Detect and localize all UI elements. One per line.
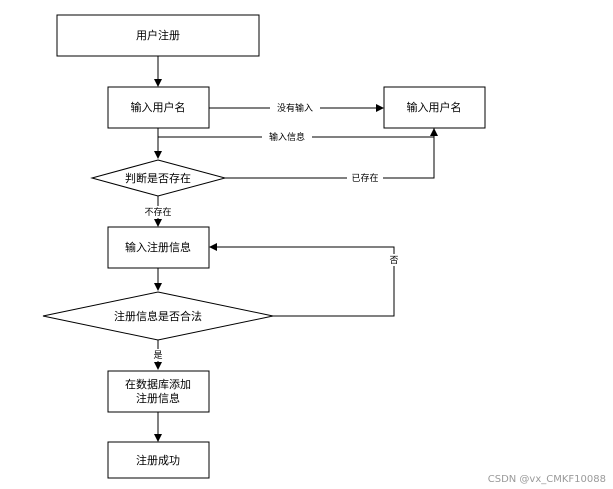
edge-invalid-no-label: 否 — [389, 255, 398, 266]
watermark: CSDN @vx_CMKF10088 — [488, 474, 606, 485]
edge-valid-yes-label: 是 — [153, 350, 162, 361]
edge-invalid-no — [209, 243, 395, 317]
node-success: 注册成功 — [107, 441, 210, 479]
node-check-valid: 注册信息是否合法 — [42, 291, 274, 341]
node-input-username: 输入用户名 — [107, 86, 210, 129]
node-success-label: 注册成功 — [136, 453, 180, 467]
node-db-add-label-line1: 在数据库添加 — [125, 377, 191, 391]
node-check-exists: 判断是否存在 — [90, 159, 227, 197]
node-input-info-label: 输入注册信息 — [125, 240, 191, 254]
node-db-add-label-line2: 注册信息 — [136, 391, 180, 405]
node-register: 用户注册 — [56, 14, 260, 57]
node-db-add: 在数据库添加 注册信息 — [107, 370, 210, 413]
node-check-valid-label: 注册信息是否合法 — [114, 309, 202, 323]
edge-no-input-label: 没有输入 — [277, 102, 313, 114]
node-input-username-right: 输入用户名 — [383, 86, 486, 129]
edge-already-exists-label: 已存在 — [351, 172, 378, 184]
node-input-username-right-label: 输入用户名 — [407, 100, 462, 114]
edge-not-exists-label: 不存在 — [144, 206, 171, 218]
edge-already-exists — [225, 128, 438, 179]
node-check-exists-label: 判断是否存在 — [125, 171, 191, 185]
node-input-username-label: 输入用户名 — [131, 100, 186, 114]
node-input-info: 输入注册信息 — [107, 226, 210, 269]
edge-input-info-label: 输入信息 — [269, 131, 305, 143]
node-register-label: 用户注册 — [136, 28, 180, 42]
